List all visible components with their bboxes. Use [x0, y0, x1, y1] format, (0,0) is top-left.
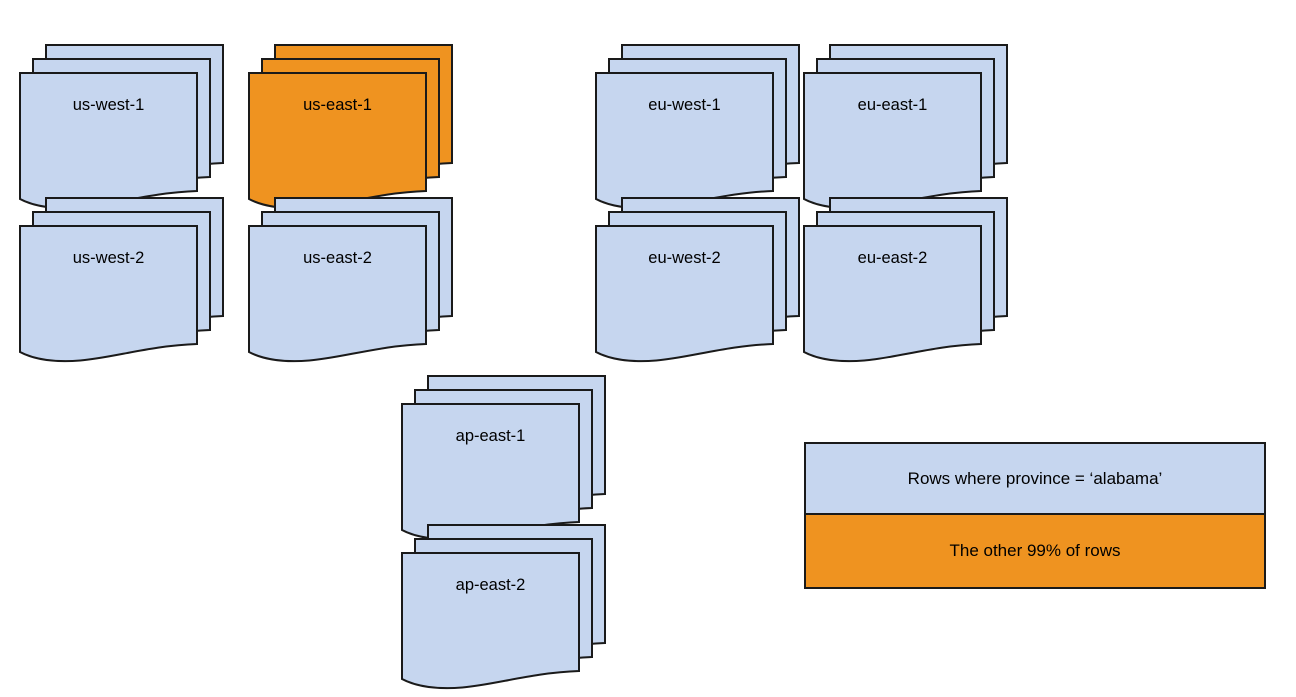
legend-item-label-blue: Rows where province = ‘alabama’	[907, 468, 1163, 488]
doc-sheet-ap-east-1-1	[401, 403, 580, 541]
doc-stack-eu-east-1[interactable]: eu-east-1	[803, 44, 1020, 210]
doc-stack-shape-eu-west-2	[595, 197, 800, 363]
doc-stack-shape-us-west-1	[19, 44, 224, 210]
doc-stack-shape-ap-east-1	[401, 375, 606, 541]
doc-stack-shape-eu-west-1	[595, 44, 800, 210]
doc-sheet-eu-west-2-1	[595, 225, 774, 363]
doc-stack-us-east-1[interactable]: us-east-1	[248, 44, 465, 210]
doc-stack-us-west-1[interactable]: us-west-1	[19, 44, 236, 210]
doc-stack-us-west-2[interactable]: us-west-2	[19, 197, 236, 363]
doc-stack-eu-west-1[interactable]: eu-west-1	[595, 44, 812, 210]
doc-stack-ap-east-2[interactable]: ap-east-2	[401, 524, 618, 690]
doc-sheet-us-east-1-1	[248, 72, 427, 210]
doc-sheet-eu-east-2-1	[803, 225, 982, 363]
doc-sheet-eu-east-1-1	[803, 72, 982, 210]
doc-stack-ap-east-1[interactable]: ap-east-1	[401, 375, 618, 541]
doc-stack-us-east-2[interactable]: us-east-2	[248, 197, 465, 363]
legend-item-label-orange: The other 99% of rows	[949, 541, 1121, 560]
legend-item-orange: The other 99% of rows	[806, 515, 1264, 587]
doc-sheet-us-west-2-1	[19, 225, 198, 363]
doc-stack-shape-us-east-2	[248, 197, 453, 363]
doc-stack-shape-us-west-2	[19, 197, 224, 363]
doc-stack-shape-us-east-1	[248, 44, 453, 210]
doc-sheet-us-east-2-1	[248, 225, 427, 363]
legend-item-blue: Rows where province = ‘alabama’	[806, 444, 1264, 515]
doc-sheet-us-west-1-1	[19, 72, 198, 210]
legend: Rows where province = ‘alabama’ The other…	[804, 442, 1266, 589]
doc-stack-shape-ap-east-2	[401, 524, 606, 690]
doc-stack-eu-west-2[interactable]: eu-west-2	[595, 197, 812, 363]
doc-stack-eu-east-2[interactable]: eu-east-2	[803, 197, 1020, 363]
doc-sheet-ap-east-2-1	[401, 552, 580, 690]
doc-stack-shape-eu-east-2	[803, 197, 1008, 363]
doc-stack-shape-eu-east-1	[803, 44, 1008, 210]
doc-sheet-eu-west-1-1	[595, 72, 774, 210]
